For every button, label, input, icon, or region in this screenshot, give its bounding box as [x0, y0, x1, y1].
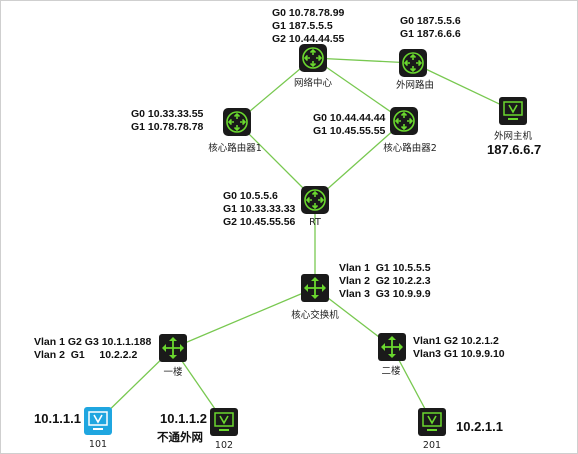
link-core2-rt — [314, 120, 405, 201]
link-core1-rt — [236, 121, 316, 201]
label-pc101: 101 — [88, 439, 108, 450]
label-pc201: 201 — [422, 440, 442, 451]
switch-floor1[interactable] — [158, 333, 188, 363]
monitor-icon — [84, 407, 112, 435]
note-pc102: 不通外网 — [157, 430, 203, 444]
switch-icon — [159, 334, 187, 362]
router-core2[interactable] — [389, 106, 419, 136]
label-core-switch: 核心交换机 — [291, 310, 339, 321]
link-netcenter-extrouter — [312, 57, 414, 64]
label-core1: 核心路由器1 — [208, 143, 262, 154]
label-floor2: 二楼 — [381, 366, 401, 377]
monitor-icon — [499, 97, 527, 125]
label-floor1: 一楼 — [163, 367, 183, 378]
link-coreswitch-floor1 — [172, 287, 316, 349]
ip-pc201: 10.2.1.1 — [456, 419, 503, 434]
label-rt: RT — [309, 217, 321, 228]
switch-icon — [301, 274, 329, 302]
router-icon — [299, 44, 327, 72]
router-icon — [399, 49, 427, 77]
router-icon — [390, 107, 418, 135]
switch-icon — [378, 333, 406, 361]
label-pc102: 102 — [214, 440, 234, 451]
host-ext[interactable] — [498, 96, 528, 126]
link-netcenter-core2 — [312, 57, 405, 122]
router-icon — [301, 186, 329, 214]
router-core1[interactable] — [222, 107, 252, 137]
label-core2: 核心路由器2 — [383, 143, 437, 154]
host-201[interactable] — [417, 407, 447, 437]
link-extrouter-exthost — [412, 62, 513, 111]
switch-core[interactable] — [300, 273, 330, 303]
switch-floor2[interactable] — [377, 332, 407, 362]
ip-pc101: 10.1.1.1 — [34, 411, 81, 426]
monitor-icon — [418, 408, 446, 436]
router-icon — [223, 108, 251, 136]
ip-pc102: 10.1.1.2 — [160, 411, 207, 426]
label-net-center: 网络中心 — [293, 78, 333, 89]
label-ext-router: 外网路由 — [395, 80, 435, 91]
ip-ext-host: 187.6.6.7 — [487, 142, 542, 157]
host-101[interactable] — [83, 406, 113, 436]
router-rt[interactable] — [300, 185, 330, 215]
router-ext[interactable] — [398, 48, 428, 78]
monitor-icon — [210, 408, 238, 436]
label-ext-host: 外网主机 — [493, 131, 533, 142]
host-102[interactable] — [209, 407, 239, 437]
router-net-center[interactable] — [298, 43, 328, 73]
